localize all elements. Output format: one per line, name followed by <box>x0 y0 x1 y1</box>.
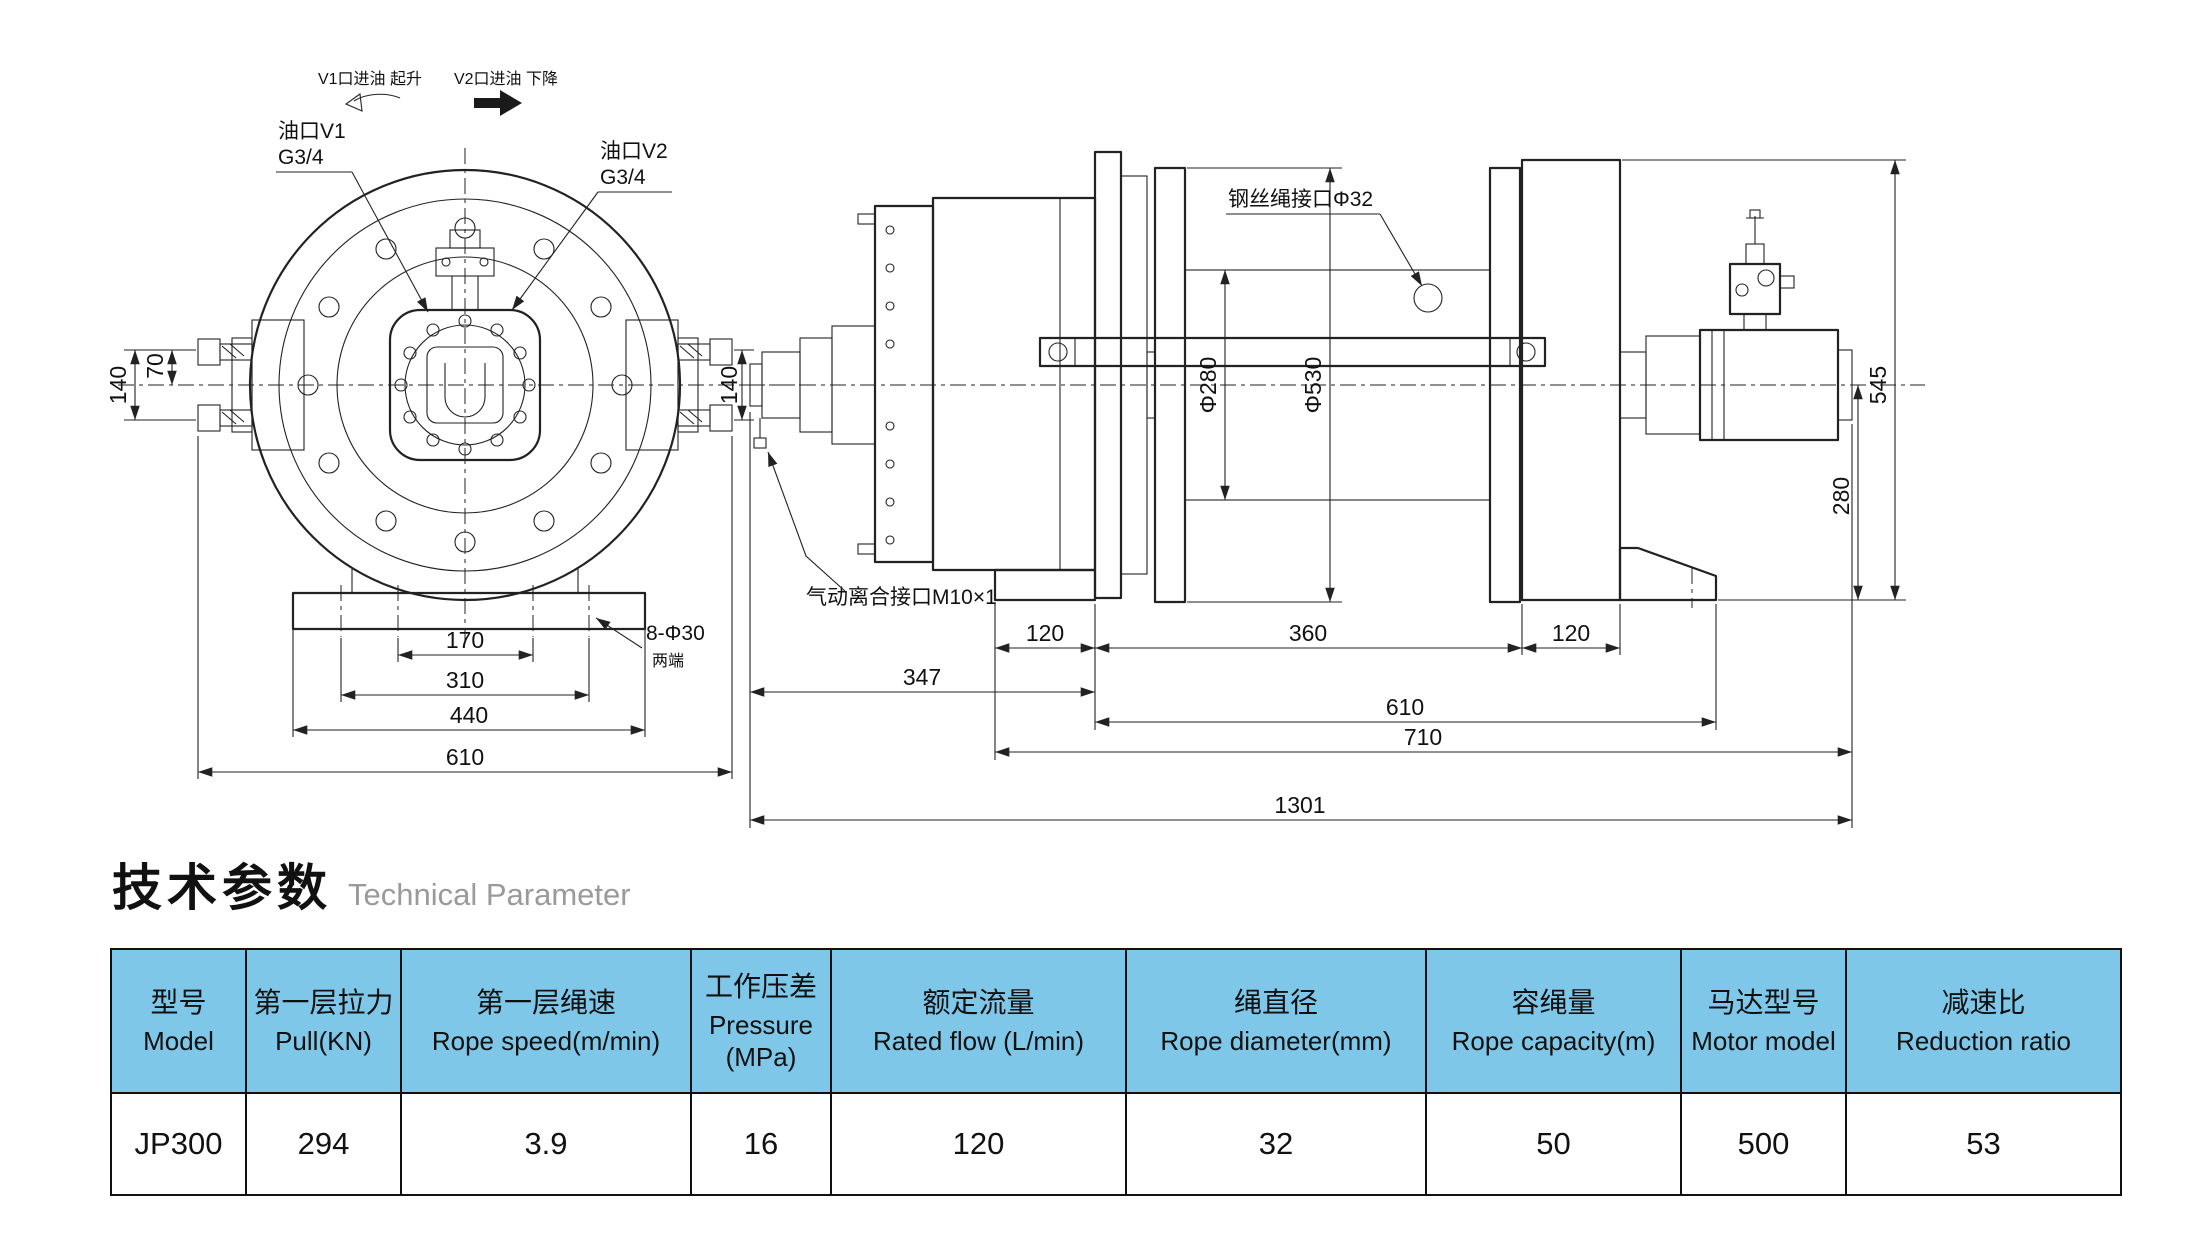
dim-label-170: 170 <box>446 627 484 653</box>
value-rope-capacity: 50 <box>1425 1092 1682 1196</box>
table-header-row: 型号 Model 第一层拉力 Pull(KN) 第一层绳速 Rope speed… <box>110 948 2122 1094</box>
dim-label-140-left: 140 <box>105 366 131 404</box>
dim-label-545: 545 <box>1865 366 1891 404</box>
gearbox <box>857 196 1097 602</box>
header-pull-en: Pull(KN) <box>275 1026 372 1057</box>
center-flange <box>388 308 542 462</box>
clutch-port-label: 气动离合接口M10×1 <box>806 586 997 609</box>
section-title-zh: 技术参数 <box>112 860 332 916</box>
flow-label-v2: V2口进油 下降 <box>454 70 558 88</box>
value-reduction-ratio: 53 <box>1845 1092 2122 1196</box>
header-reduction-ratio-zh: 减速比 <box>1941 987 2026 1019</box>
dim-label-347: 347 <box>903 664 941 690</box>
dim-label-1301: 1301 <box>1274 792 1325 818</box>
technical-parameter-table: 型号 Model 第一层拉力 Pull(KN) 第一层绳速 Rope speed… <box>110 948 2122 1196</box>
winch-technical-drawing: 140 70 140 170 310 440 610 V1口进油 起升 V2口进… <box>105 70 1925 828</box>
header-rope-capacity-zh: 容绳量 <box>1511 987 1596 1019</box>
dim-label-120-right: 120 <box>1552 620 1590 646</box>
value-pull: 294 <box>245 1092 402 1196</box>
oil-port-v1-label: 油口V1 <box>278 120 346 143</box>
brake-discs <box>1093 150 1156 600</box>
side-view <box>740 150 1925 608</box>
cover-bolt-ring <box>297 217 633 553</box>
header-reduction-ratio: 减速比 Reduction ratio <box>1845 948 2122 1094</box>
header-rated-flow: 额定流量 Rated flow (L/min) <box>830 948 1127 1094</box>
header-rope-diameter-zh: 绳直径 <box>1233 987 1318 1019</box>
header-pull: 第一层拉力 Pull(KN) <box>245 948 402 1094</box>
header-motor-model: 马达型号 Motor model <box>1680 948 1847 1094</box>
dim-label-440: 440 <box>450 702 488 728</box>
section-title-en: Technical Parameter <box>348 877 631 912</box>
header-rope-diameter: 绳直径 Rope diameter(mm) <box>1125 948 1427 1094</box>
dim-label-610-side: 610 <box>1386 694 1424 720</box>
header-model-zh: 型号 <box>150 987 207 1019</box>
header-motor-model-zh: 马达型号 <box>1707 987 1820 1019</box>
dim-label-310: 310 <box>446 667 484 693</box>
dim-label-120-left: 120 <box>1026 620 1064 646</box>
right-support <box>1520 158 1718 608</box>
base-holes-label: 8-Φ30 <box>646 622 705 645</box>
side-view-dimensions: Φ280 Φ530 545 280 120 360 120 347 610 71… <box>749 159 1906 828</box>
oil-port-v2-thread: G3/4 <box>600 166 646 189</box>
clutch-shaft <box>749 325 876 449</box>
header-rope-capacity: 容绳量 Rope capacity(m) <box>1425 948 1682 1094</box>
value-model: JP300 <box>110 1092 247 1196</box>
base-holes-note: 两端 <box>652 652 684 670</box>
front-view-callouts: V1口进油 起升 V2口进油 下降 油口V1 G3/4 油口V2 G3/4 8-… <box>276 70 705 670</box>
right-bracket <box>625 319 733 451</box>
pedestal-base <box>291 568 647 637</box>
side-view-callouts: 钢丝绳接口Φ32 气动离合接口M10×1 <box>767 188 1423 609</box>
header-rated-flow-zh: 额定流量 <box>922 987 1035 1019</box>
dim-label-phi280: Φ280 <box>1195 357 1221 414</box>
header-pressure-en: Pressure (MPa) <box>708 1009 814 1073</box>
section-title: 技术参数 Technical Parameter <box>112 848 631 920</box>
header-rope-speed-en: Rope speed(m/min) <box>431 1026 661 1057</box>
front-view <box>118 148 812 648</box>
drum <box>1038 166 1547 604</box>
dim-label-70: 70 <box>142 353 168 379</box>
header-pressure: 工作压差 Pressure (MPa) <box>690 948 832 1094</box>
lower-direction-arrow-icon <box>474 90 522 116</box>
dim-label-280: 280 <box>1828 477 1854 515</box>
oil-port-v1-thread: G3/4 <box>278 146 324 169</box>
dim-label-710: 710 <box>1404 724 1442 750</box>
value-rope-speed: 3.9 <box>400 1092 692 1196</box>
dim-label-610-front: 610 <box>446 744 484 770</box>
header-pull-zh: 第一层拉力 <box>253 987 394 1019</box>
value-rope-diameter: 32 <box>1125 1092 1427 1196</box>
header-pressure-zh: 工作压差 <box>704 971 817 1003</box>
rope-port-label: 钢丝绳接口Φ32 <box>1228 188 1373 211</box>
dim-label-phi530: Φ530 <box>1300 357 1326 414</box>
header-motor-model-en: Motor model <box>1691 1026 1836 1057</box>
header-rope-capacity-en: Rope capacity(m) <box>1451 1026 1656 1057</box>
header-reduction-ratio-en: Reduction ratio <box>1896 1026 2071 1057</box>
value-pressure: 16 <box>690 1092 832 1196</box>
table-data-row: JP300 294 3.9 16 120 32 50 500 53 <box>110 1092 2122 1196</box>
top-vent-fitting <box>435 229 495 310</box>
header-rope-speed: 第一层绳速 Rope speed(m/min) <box>400 948 692 1094</box>
oil-port-v2-label: 油口V2 <box>600 140 668 163</box>
hoist-direction-arrow-icon <box>344 93 401 112</box>
value-rated-flow: 120 <box>830 1092 1127 1196</box>
header-model-en: Model <box>143 1026 214 1057</box>
hydraulic-motor <box>1619 209 1853 442</box>
header-rated-flow-en: Rated flow (L/min) <box>873 1026 1084 1057</box>
left-bracket <box>197 319 305 451</box>
dim-label-360: 360 <box>1289 620 1327 646</box>
header-rope-diameter-en: Rope diameter(mm) <box>1160 1026 1392 1057</box>
header-model: 型号 Model <box>110 948 247 1094</box>
flow-label-v1: V1口进油 起升 <box>318 70 422 88</box>
header-rope-speed-zh: 第一层绳速 <box>475 987 616 1019</box>
dim-label-140-right: 140 <box>716 366 742 404</box>
value-motor-model: 500 <box>1680 1092 1847 1196</box>
front-view-dimensions: 140 70 140 170 310 440 610 <box>105 349 754 779</box>
